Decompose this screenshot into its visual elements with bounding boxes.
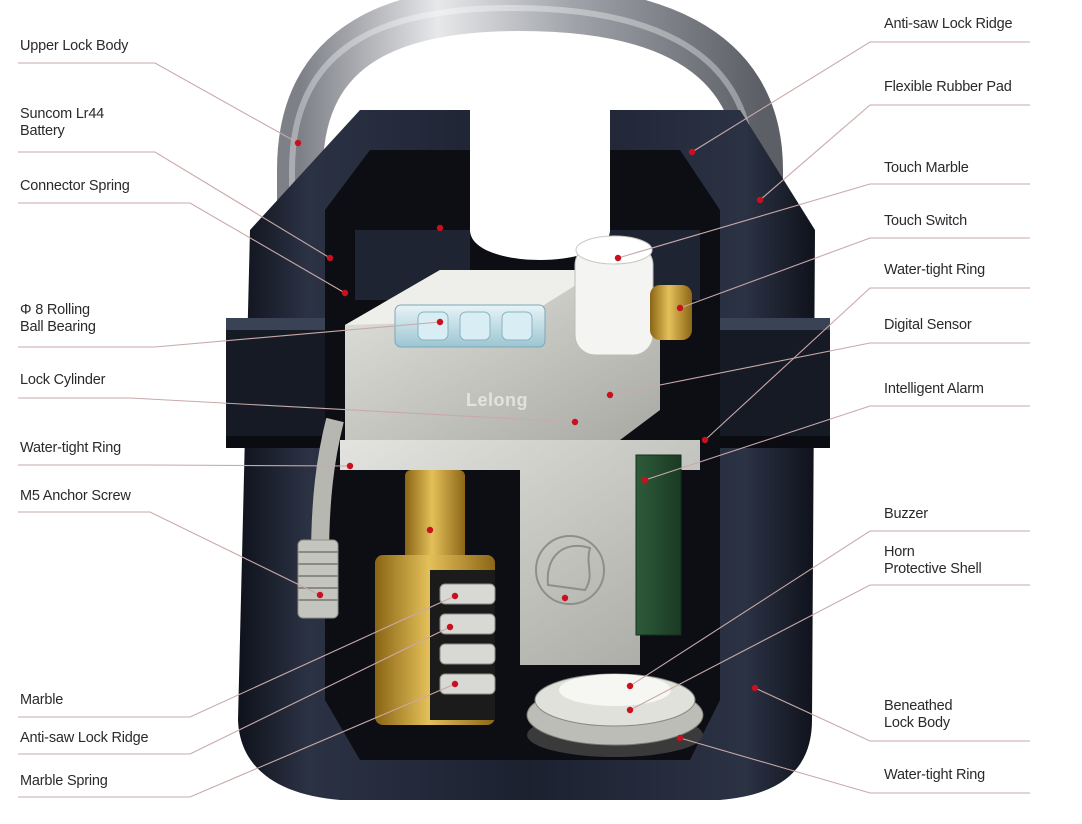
- label-digital-sensor: Digital Sensor: [884, 317, 972, 333]
- callout-dots: [294, 139, 764, 742]
- label-water-tight-ring-left: Water-tight Ring: [20, 440, 122, 456]
- leader-rolling-ball-bearing: [18, 321, 441, 348]
- upper-mechanism: [345, 235, 692, 440]
- leader-touch-marble: [617, 183, 1030, 259]
- leader-lock-cylinder: [18, 397, 576, 423]
- leader-water-tight-ring-left: [18, 464, 351, 467]
- callout-leaders: [18, 41, 1030, 798]
- label-beneathed-lock-body: Beneathed Lock Body: [884, 698, 953, 731]
- label-rolling-ball-bearing: Φ 8 Rolling Ball Bearing: [20, 302, 96, 335]
- label-flexible-rubber-pad: Flexible Rubber Pad: [884, 79, 1012, 95]
- leader-beneathed-lock-body: [754, 687, 1030, 742]
- label-lock-cylinder: Lock Cylinder: [20, 372, 106, 388]
- label-touch-marble: Touch Marble: [884, 160, 969, 176]
- label-buzzer: Buzzer: [884, 506, 928, 522]
- leader-marble-spring: [18, 683, 456, 798]
- leader-buzzer: [629, 530, 1030, 687]
- label-suncom-battery: Suncom Lr44 Battery: [20, 106, 105, 139]
- label-m5-anchor-screw: M5 Anchor Screw: [20, 488, 131, 504]
- label-horn-protective-shell: Horn Protective Shell: [884, 544, 982, 577]
- leader-upper-lock-body: [18, 62, 299, 144]
- leader-connector-spring: [18, 202, 346, 294]
- leader-intelligent-alarm: [644, 405, 1030, 481]
- label-anti-saw-lock-ridge-left: Anti-saw Lock Ridge: [20, 730, 149, 746]
- label-connector-spring: Connector Spring: [20, 178, 130, 194]
- label-touch-switch: Touch Switch: [884, 213, 968, 229]
- leader-horn-protective-shell: [629, 584, 1030, 711]
- shackle: [277, 0, 783, 330]
- label-upper-lock-body: Upper Lock Body: [20, 38, 129, 54]
- leader-digital-sensor: [609, 342, 1030, 396]
- leader-touch-switch: [679, 237, 1030, 309]
- lower-mechanism: [297, 417, 704, 757]
- leader-anti-saw-lock-ridge-right: [691, 41, 1030, 153]
- leader-suncom-battery: [18, 151, 331, 259]
- leader-marble-left: [18, 595, 456, 718]
- label-anti-saw-lock-ridge-right: Anti-saw Lock Ridge: [884, 16, 1013, 32]
- leader-flexible-rubber-pad: [759, 104, 1030, 201]
- label-water-tight-ring-bottom: Water-tight Ring: [884, 767, 986, 783]
- label-intelligent-alarm: Intelligent Alarm: [884, 381, 984, 397]
- leader-anti-saw-lock-ridge-left: [18, 626, 451, 755]
- leader-water-tight-ring-bottom: [679, 737, 1030, 794]
- label-water-tight-ring-right: Water-tight Ring: [884, 262, 986, 278]
- watermark: Lelong: [466, 390, 528, 410]
- label-marble-spring: Marble Spring: [20, 773, 108, 789]
- leader-water-tight-ring-right: [704, 287, 1030, 441]
- leader-m5-anchor-screw: [18, 511, 321, 596]
- label-marble-left: Marble: [20, 692, 64, 708]
